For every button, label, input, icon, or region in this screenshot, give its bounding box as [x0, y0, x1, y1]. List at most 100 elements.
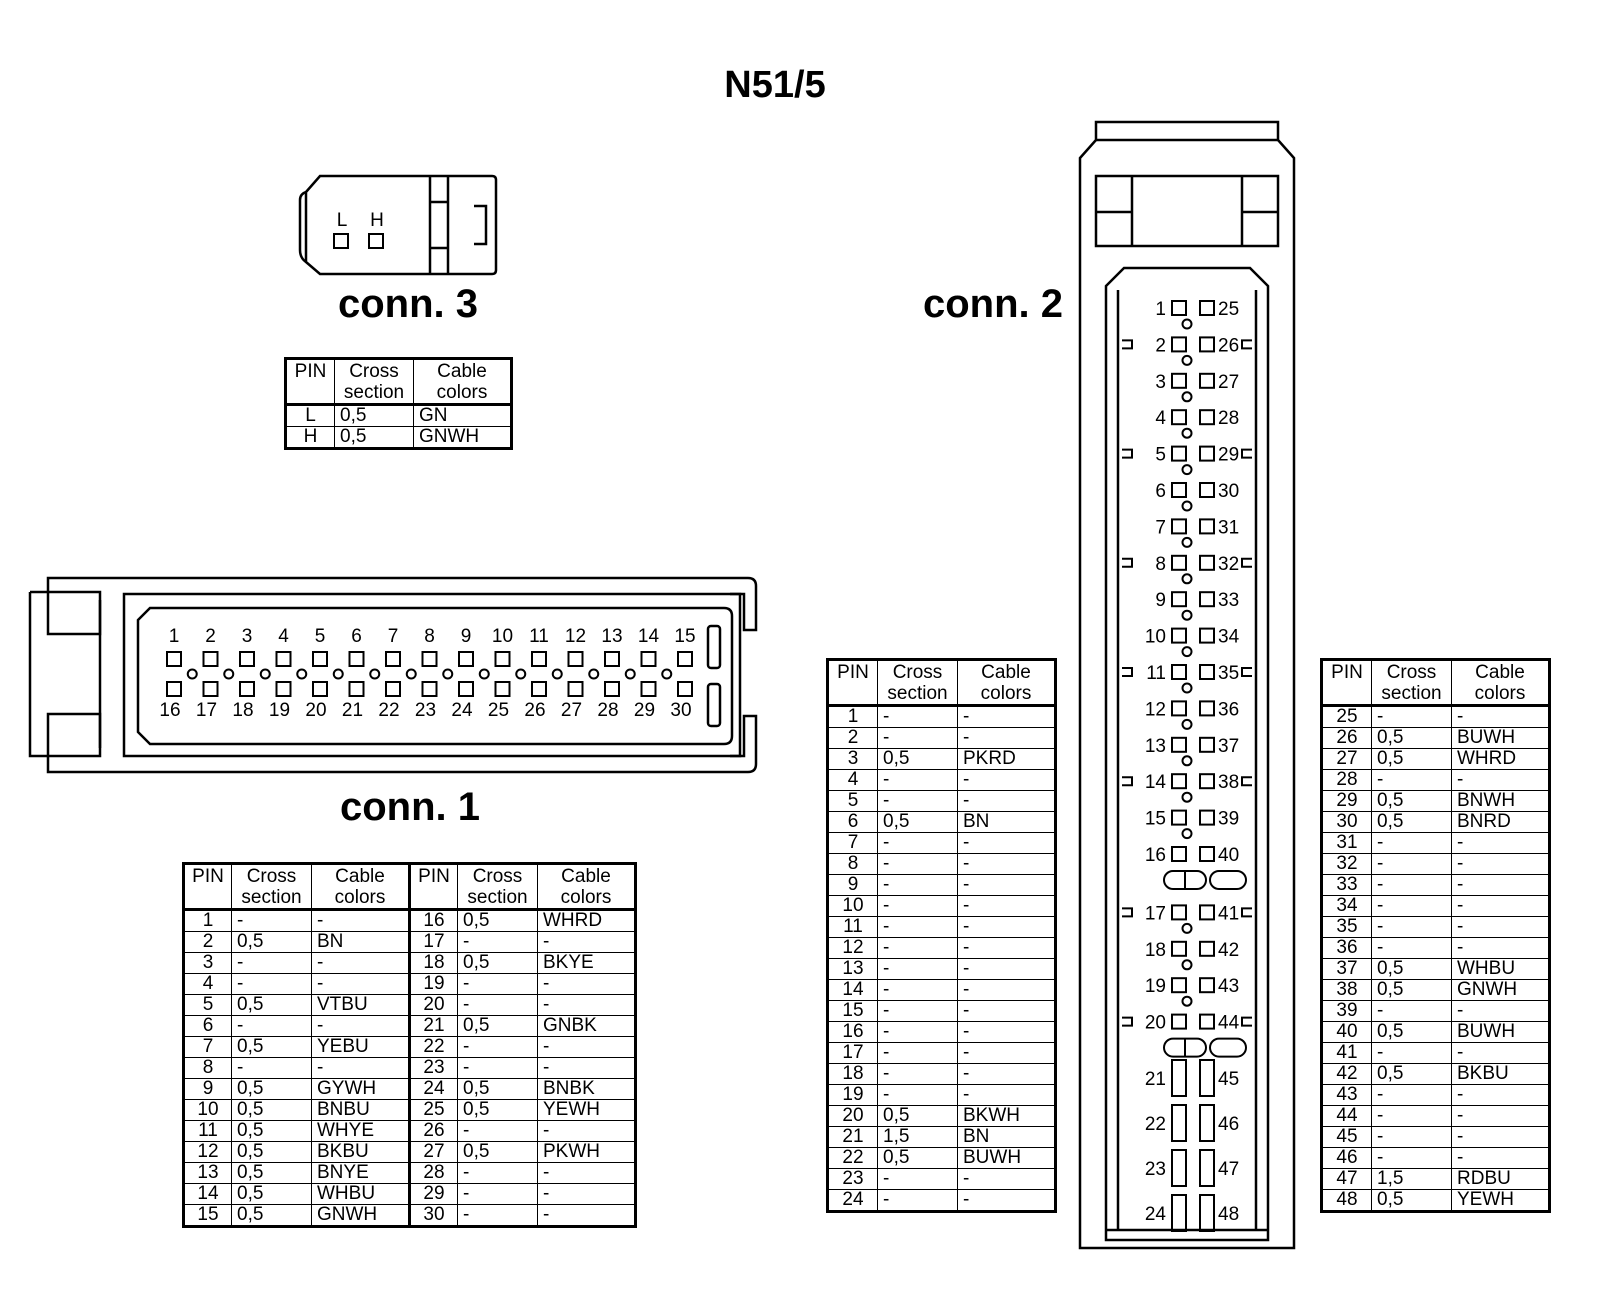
- cross-section: 0,5: [1371, 1063, 1452, 1085]
- cross-section: 0,5: [457, 1141, 538, 1163]
- pin-socket: [1199, 1013, 1215, 1030]
- pin-number: 26: [408, 1120, 458, 1142]
- cross-section: -: [1371, 705, 1452, 728]
- table-row: 44--: [1321, 1105, 1550, 1127]
- pin-number: 4: [827, 769, 878, 791]
- cable-color: BNRD: [1451, 811, 1550, 833]
- latch-tab: [1241, 907, 1252, 918]
- cable-color: -: [537, 931, 636, 953]
- pin-label: 37: [1218, 736, 1239, 757]
- pin-socket: [1199, 372, 1215, 389]
- pin-number: 8: [827, 853, 878, 875]
- latch-tab: [1122, 448, 1133, 459]
- key-circle: [1181, 427, 1193, 439]
- pin-label: 25: [1218, 299, 1239, 320]
- cross-section: 0,5: [1371, 1189, 1452, 1212]
- pin-number: 20: [827, 1105, 878, 1127]
- pin-socket: [1171, 591, 1187, 608]
- cable-color: -: [1451, 1000, 1550, 1022]
- cable-color: RDBU: [1451, 1168, 1550, 1190]
- pin-socket: [1199, 627, 1215, 644]
- cross-section: -: [1371, 1105, 1452, 1127]
- cross-section: 0,5: [1371, 811, 1452, 833]
- pin-number: 2: [827, 727, 878, 749]
- cross-section: -: [231, 952, 312, 974]
- pin-number: 20: [408, 994, 458, 1016]
- pin-number: 45: [1321, 1126, 1372, 1148]
- pin-socket: [275, 681, 292, 697]
- key-circle: [1181, 391, 1193, 403]
- col-header-pin: PIN: [183, 863, 232, 911]
- cable-color: -: [957, 705, 1056, 728]
- key-circle: [661, 668, 673, 680]
- pin-number: 26: [1321, 727, 1372, 749]
- pin-label: 2: [205, 626, 216, 647]
- cable-color: -: [957, 1063, 1056, 1085]
- cross-section: 0,5: [231, 1183, 312, 1205]
- pin-label: H: [370, 210, 384, 231]
- pin-label: 23: [1145, 1159, 1166, 1180]
- cable-color: -: [957, 1000, 1056, 1022]
- cable-color: -: [537, 1057, 636, 1079]
- pin-socket: [239, 681, 255, 697]
- cross-section: 0,5: [231, 1141, 312, 1163]
- pin-number: 6: [183, 1015, 232, 1037]
- latch-tab: [1122, 1016, 1133, 1027]
- pin-label: 11: [529, 626, 549, 647]
- pin-number: 10: [183, 1099, 232, 1121]
- cross-section: -: [877, 705, 958, 728]
- cable-color: BKYE: [537, 952, 636, 974]
- cross-section: 0,5: [457, 909, 538, 932]
- key-circle: [1181, 318, 1193, 330]
- pin-socket: [1171, 700, 1187, 717]
- table-row: 46--: [1321, 1147, 1550, 1169]
- pin-number: 6: [827, 811, 878, 833]
- cable-color: -: [957, 979, 1056, 1001]
- pin-socket: [1171, 336, 1187, 353]
- pin-number: 22: [827, 1147, 878, 1169]
- cable-color: -: [537, 1036, 636, 1058]
- pin-label: 18: [232, 700, 253, 721]
- cross-section: -: [877, 853, 958, 875]
- cross-section: -: [1371, 1000, 1452, 1022]
- cross-section: 1,5: [1371, 1168, 1452, 1190]
- pin-label: 22: [378, 700, 399, 721]
- pin-socket: [640, 651, 657, 667]
- table-row: 28--: [1321, 769, 1550, 791]
- conn2-housing: [1078, 120, 1296, 1250]
- cross-section: 0,5: [231, 1078, 312, 1100]
- cross-section: -: [231, 973, 312, 995]
- pin-label: 23: [415, 700, 436, 721]
- pin-label: 14: [638, 626, 660, 647]
- pin-label: 3: [242, 626, 253, 647]
- cross-section: -: [877, 958, 958, 980]
- pin-socket: [385, 681, 401, 697]
- cable-color: -: [1451, 895, 1550, 917]
- conn2-label: conn. 2: [923, 282, 1064, 326]
- pin-number: 30: [408, 1204, 458, 1227]
- cross-section: -: [457, 1057, 538, 1079]
- key-circle: [1181, 573, 1193, 585]
- pin-socket: [677, 651, 693, 667]
- cable-color: -: [957, 1084, 1056, 1106]
- pin-socket: [421, 681, 438, 697]
- pin-number: 5: [183, 994, 232, 1016]
- pin-number: 46: [1321, 1147, 1372, 1169]
- pin-socket: [1199, 846, 1215, 862]
- pin-label: 26: [1218, 335, 1239, 356]
- pin-label: 29: [634, 700, 655, 721]
- key-circle: [1181, 354, 1193, 366]
- table-row: 39--: [1321, 1000, 1550, 1022]
- cross-section: -: [1371, 1042, 1452, 1064]
- pin-number: 19: [827, 1084, 878, 1106]
- cross-section: 0,5: [231, 1099, 312, 1121]
- cable-color: GNWH: [1451, 979, 1550, 1001]
